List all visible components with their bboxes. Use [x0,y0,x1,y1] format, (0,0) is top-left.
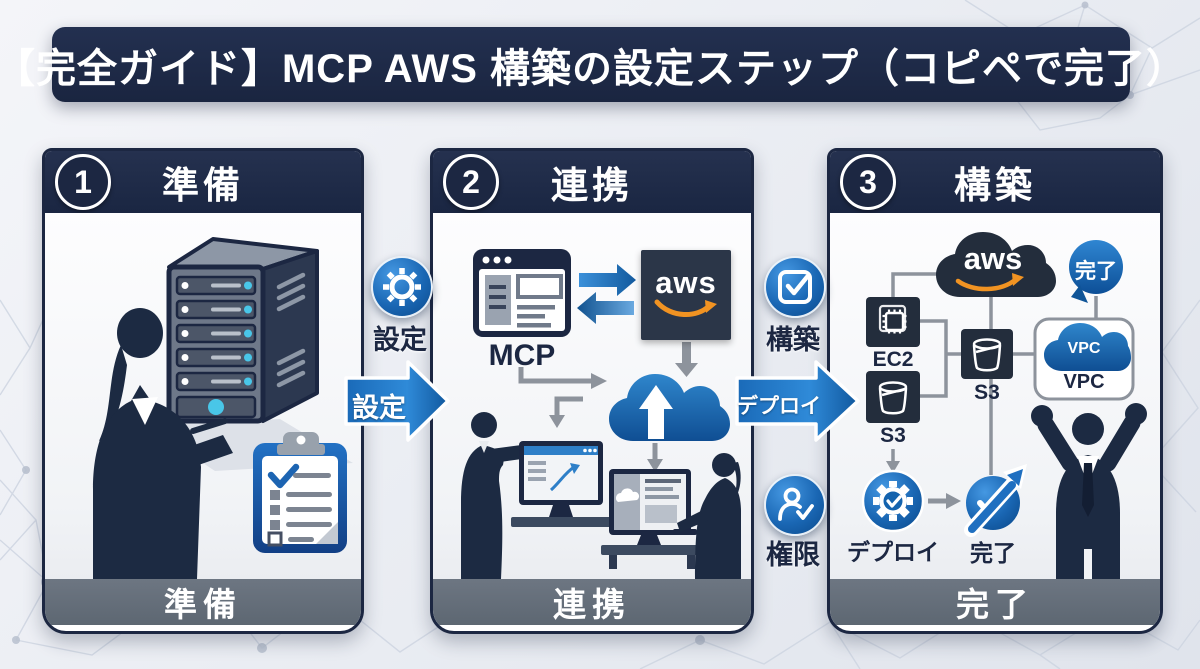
permission-badge-label: 権限 [766,540,820,570]
settings-badge [371,256,433,318]
deploy-arrow-label: デプロイ [737,395,821,418]
s3-bucket-icon [866,371,920,423]
panel2-footer: 連携 [433,579,751,625]
panel-step-1-preparation: 1 準備 [42,148,364,634]
panel3-illustration: aws 完了 EC2 S3 S3 VPC VPC デプロイ 完了 [830,213,1160,579]
permission-badge [764,474,826,536]
browser-window-icon [473,249,571,337]
transfer-arrows-icon [577,264,636,324]
flow-connectors [518,367,658,459]
build-badge [764,256,826,318]
vpc-box [1033,317,1135,401]
integration-scene [461,249,741,579]
page-title-text: 【完全ガイド】MCP AWS 構築の設定ステップ（コピペで完了） [0,46,1188,91]
settings-badge-label: 設定 [373,325,427,355]
woman-at-desk-silhouette [677,453,741,579]
panel1-illustration [45,213,361,579]
mcp-label: MCP [488,339,556,372]
panel2-illustration: MCP aws [433,213,751,579]
aws-cloud-text: aws [963,241,1023,276]
vpc-cloud-label: VPC [1067,340,1101,357]
step-number: 1 [74,163,92,200]
s3-left-label: S3 [880,424,906,447]
page-title: 【完全ガイド】MCP AWS 構築の設定ステップ（コピペで完了） [0,27,1186,102]
vpc-box-label: VPC [1063,371,1105,393]
panel2-header: 2 連携 [433,151,751,213]
panel1-header: 1 準備 [45,151,361,213]
upload-cloud-icon [609,374,730,441]
ec2-icon [866,297,920,347]
checkbox-icon [778,270,812,304]
architecture-connectors [891,272,1098,504]
build-badge-label: 構築 [766,325,820,355]
arrow-down-icon [675,342,698,377]
aws-logo-text: aws [655,265,717,300]
monitor-chart-icon [511,441,611,527]
step-number: 3 [859,163,877,200]
aws-smile-icon [654,299,717,318]
step-number-badge: 1 [55,154,111,210]
panel3-header: 3 構築 [830,151,1160,213]
clipboard-checklist-icon [253,432,347,553]
person-check-icon [778,487,814,521]
s3-center-label: S3 [974,381,1000,404]
panel-step-2-integration: 2 連携 [430,148,754,634]
connector-arrowheads [549,373,663,472]
s3-bucket-icon [961,329,1013,379]
connector-arrowheads [886,461,961,509]
monitor-cloud-icon [601,469,705,569]
aws-cloud-icon [936,232,1056,297]
preparation-scene [93,237,353,579]
done-step-label: 完了 [970,540,1016,566]
vpc-cloud-icon [1044,323,1131,371]
panel1-footer-label: 準備 [164,586,242,623]
panel3-title: 構築 [954,165,1036,206]
panel-step-3-build: 3 構築 [827,148,1163,634]
step-number-badge: 2 [443,154,499,210]
panel1-footer: 準備 [45,579,361,625]
gear-icon [383,268,421,306]
businesswoman-silhouette [93,308,233,579]
ec2-label: EC2 [872,348,914,371]
step-number-badge: 3 [840,154,896,210]
aws-logo: aws [641,250,731,340]
celebrating-man-silhouette [1031,403,1147,579]
done-speech-bubble [1069,240,1123,303]
done-bubble-label: 完了 [1075,260,1117,283]
panel1-title: 準備 [162,165,244,206]
build-architecture-scene [861,232,1147,579]
panel2-footer-label: 連携 [553,586,631,623]
done-growth-icon [964,464,1027,537]
panel3-footer: 完了 [830,579,1160,625]
panel2-title: 連携 [551,165,633,206]
deploy-step-label: デプロイ [847,539,939,565]
deploy-gear-check-icon [861,469,925,533]
settings-arrow-label: 設定 [352,393,406,423]
step-number: 2 [462,163,480,200]
panel3-footer-label: 完了 [956,586,1034,623]
server-tower-icon [166,237,319,424]
